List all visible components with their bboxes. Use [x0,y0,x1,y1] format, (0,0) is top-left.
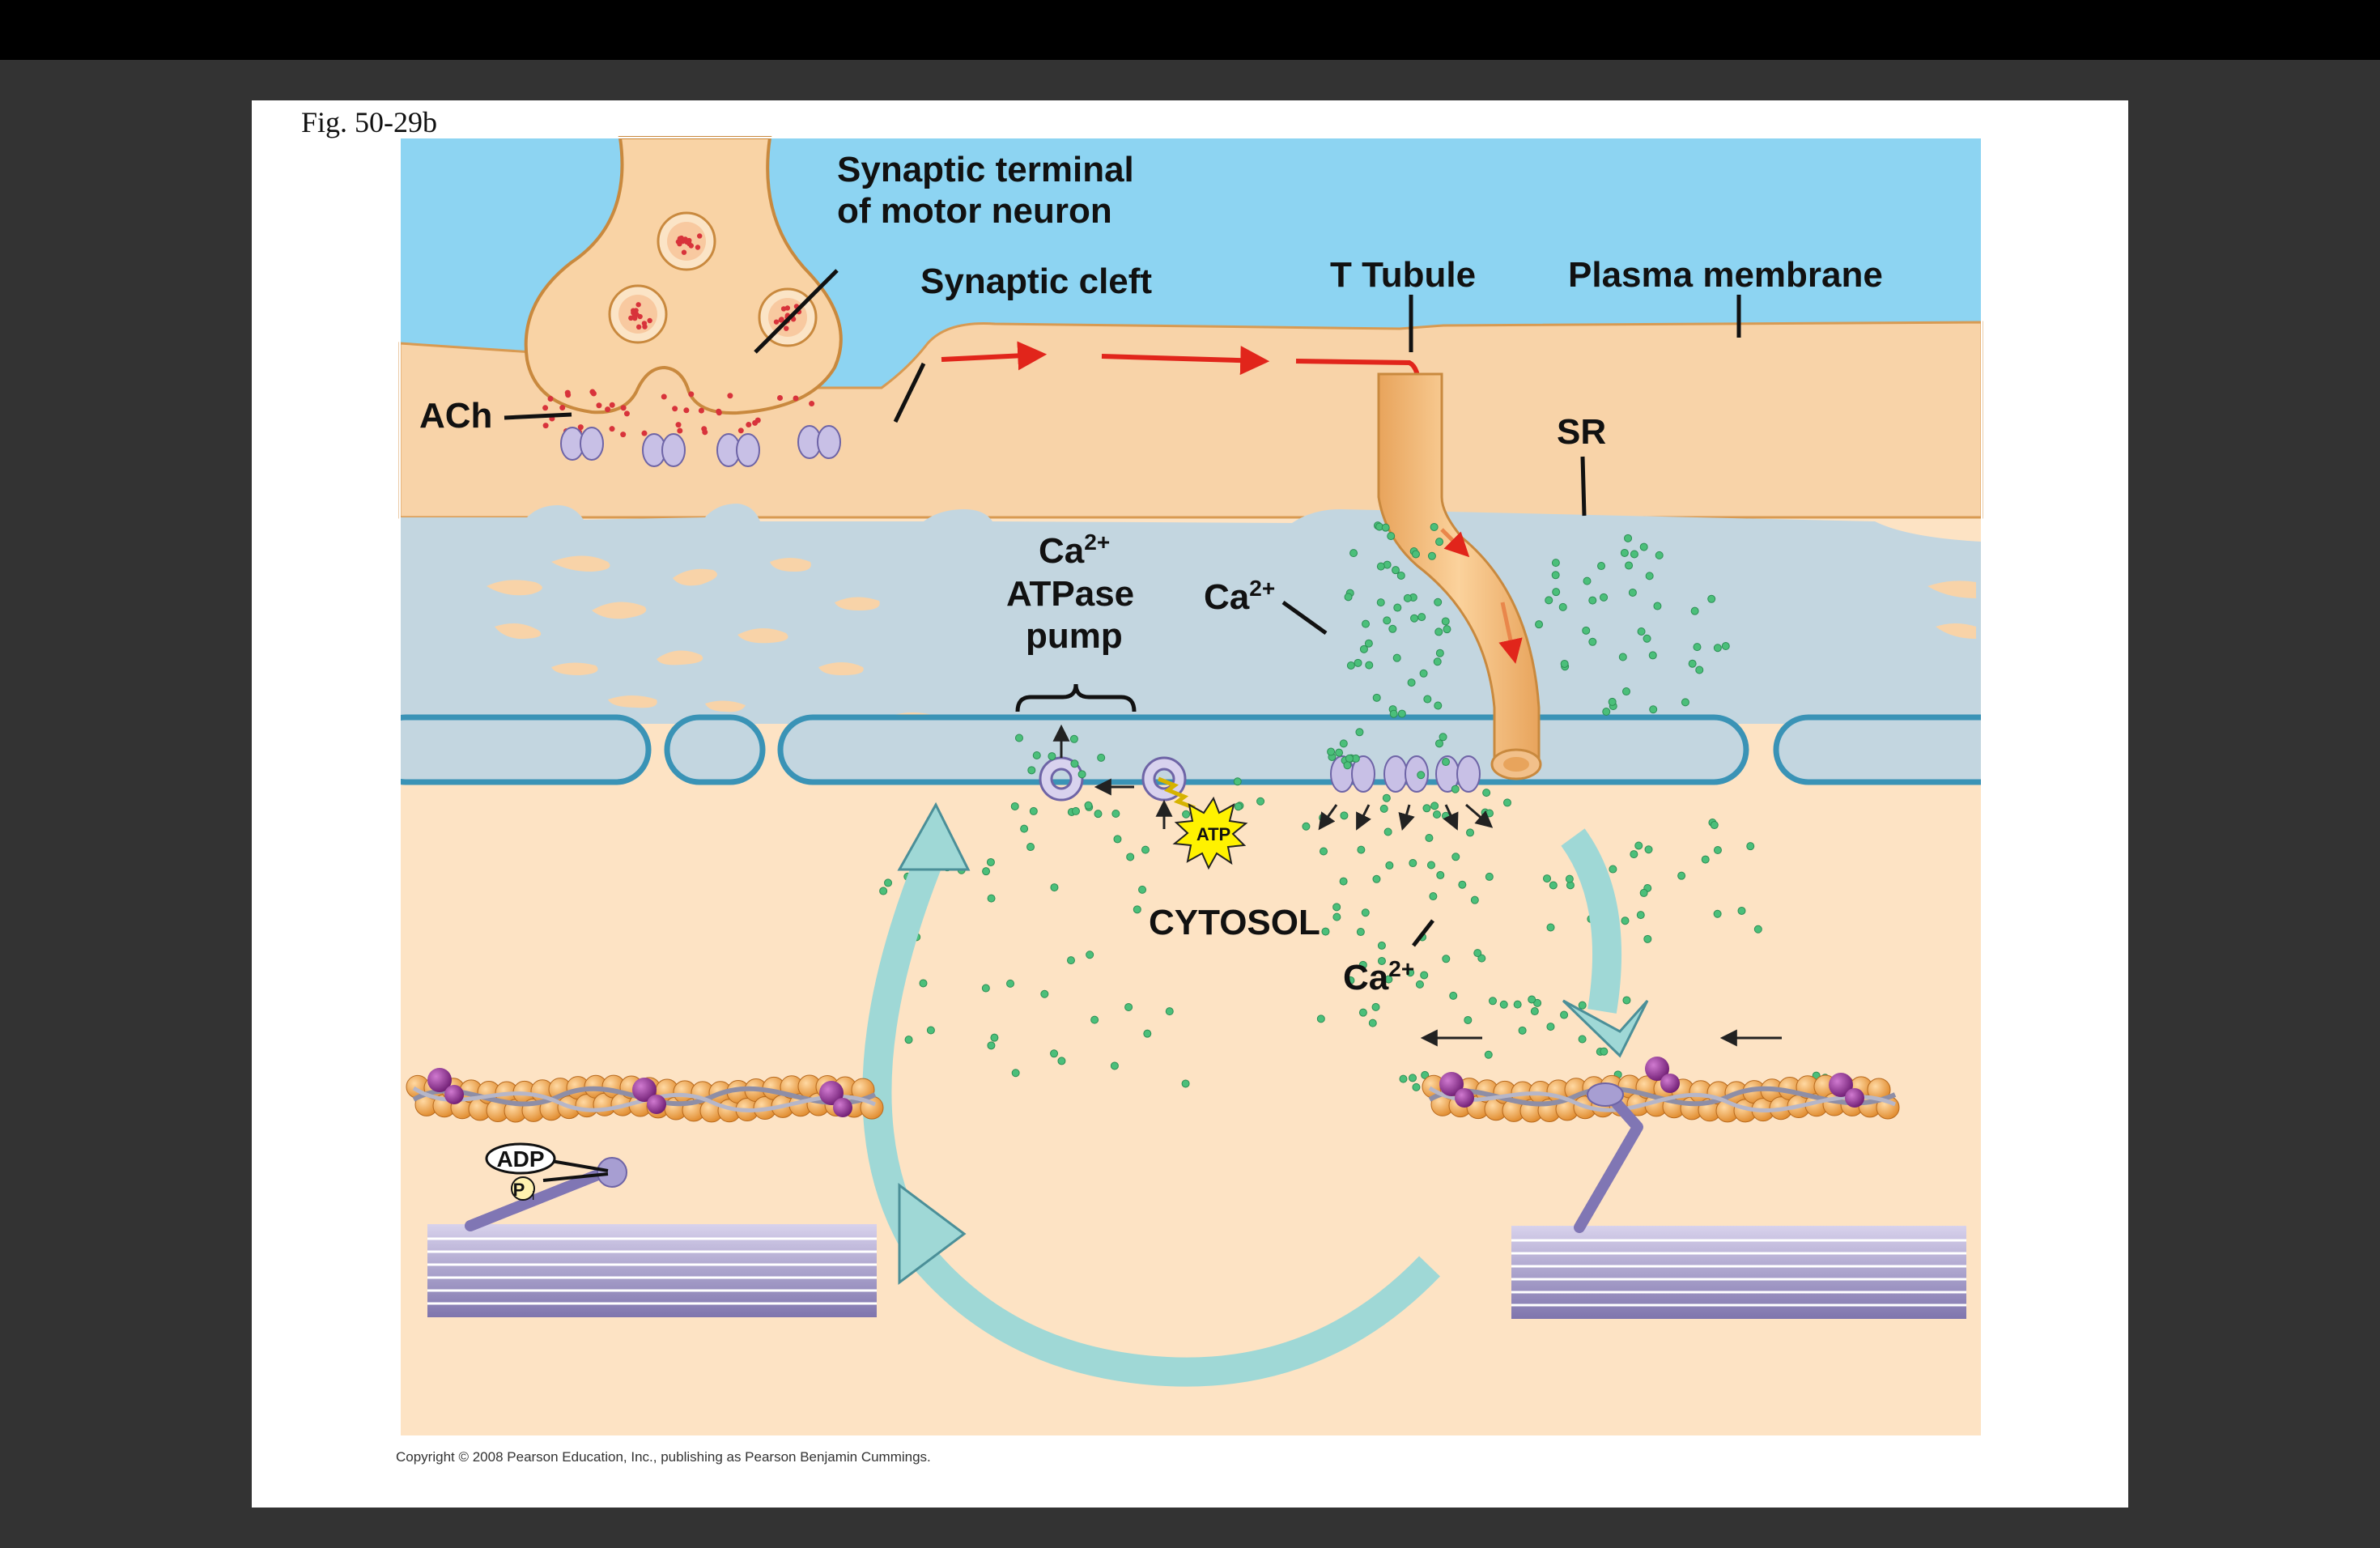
synaptic-cleft-label: Synaptic cleft [920,262,1152,301]
atpase-label: ATPase [1006,574,1134,614]
adp-pi-group: ADP P i [485,1142,609,1203]
atp-label: ATP [1196,824,1230,844]
pump-arrows [1052,724,1782,1047]
atp-burst [1172,796,1248,870]
cytosol-calcium-label: Ca2+ [1343,956,1414,997]
cycle-arrows [862,802,1649,1387]
t-tubule [1377,372,1542,780]
right-thick-filament [1511,1082,1966,1319]
cytosol-label: CYTOSOL [1149,903,1320,942]
atpase-pumps [1039,756,1187,802]
slide: Fig. 50-29b [252,100,2128,1508]
plasma-membrane-label: Plasma membrane [1568,255,1883,295]
t-tubule-signal [1440,528,1523,664]
adp-badge [485,1142,556,1175]
calcium-release-channels [1330,755,1481,793]
atpase-ca-label: Ca2+ [1039,529,1110,571]
ach-label: ACh [419,396,492,436]
synaptic-terminal-label-line1: Synaptic terminal [837,150,1134,189]
left-thick-filament [427,1157,877,1317]
leader-lines [504,269,1741,947]
sr-calcium-label: Ca2+ [1204,576,1275,617]
figure-label: Fig. 50-29b [301,106,438,138]
pump-label: pump [1026,616,1123,656]
muscle-contraction-diagram: ADP P i Synaptic terminal of motor neuro… [363,136,2128,1437]
copyright-notice: Copyright © 2008 Pearson Education, Inc.… [396,1449,931,1465]
energy-bolt [1158,776,1196,810]
top-bar [0,0,2380,60]
pi-badge [511,1176,535,1201]
t-tubule-label: T Tubule [1330,255,1476,295]
sr-cisternae [370,714,2119,785]
ach-molecules [542,389,815,439]
synaptic-terminal-label-line2: of motor neuron [837,191,1112,231]
adp-label: ADP [496,1146,544,1172]
sr-label: SR [1557,412,1606,452]
calcium-ions [879,521,1830,1091]
ach-receptors [560,425,841,467]
left-thin-filament [406,1068,884,1123]
pi-subscript: i [532,1189,534,1203]
pi-label: P [513,1180,525,1200]
